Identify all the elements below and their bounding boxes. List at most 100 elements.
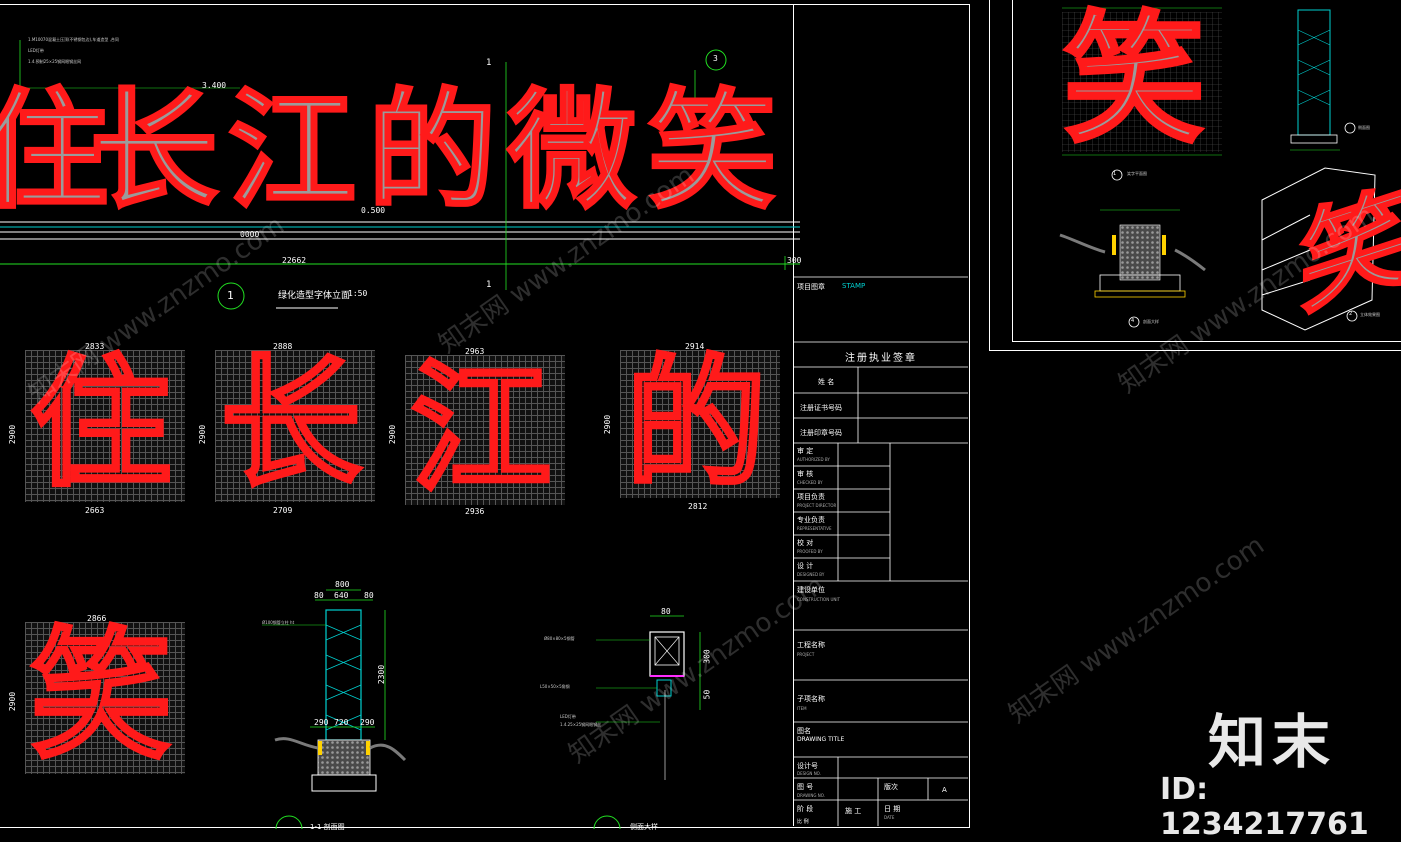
title-block-lines [793,276,968,826]
plan-4-bottom: 2812 [688,502,708,511]
detail-note-4: 1.4.25×25钢网眼钢丝 [560,722,602,727]
tb-date: 日 期 [884,805,901,813]
plan-2-bottom: 2709 [273,506,293,515]
plan-view-4: 的 2914 2812 2900 [603,342,780,511]
section-height: 2300 [377,664,387,685]
detail-note-1: Ø80×80×5钢管 [544,636,575,641]
elevation-char-4: 的 [366,77,497,226]
right-section-index: 4 [1131,318,1135,324]
section-drawing [262,589,407,829]
plan-char-5: 笑 [29,615,173,778]
tb-project-label: 项目图章 [797,283,825,291]
tb-drawing-title: 图名 [797,727,811,735]
plan-3-side: 2900 [388,424,398,445]
tb-client-en: CONSTRUCTION UNIT [797,597,840,602]
plan-3-bottom: 2936 [465,507,485,516]
tb-version-value: A [942,786,947,794]
elevation-note-1: 1.M10070混凝土压顶(不锈钢包边),车道造型 ,合同 [28,37,119,42]
right-plan-caption: 笑字平面图 [1127,171,1147,176]
plan-1-bottom: 2663 [85,506,105,515]
plan-4-top: 2914 [685,342,705,351]
tb-approval-2-en: CHECKED BY [797,480,823,485]
elevation-char-1: 住 [0,77,110,226]
elevation-index: 1 [227,289,234,302]
tb-ratio: 比 例 [797,819,809,825]
plan-char-3: 江 [409,348,553,511]
total-length: 22662 [282,256,307,265]
section-top: 800 [335,580,350,589]
tb-subitem: 子项名称 [797,695,825,703]
tb-approval-5-en: PROOFED BY [797,549,823,554]
plan-1-top: 2833 [85,342,105,351]
elevation-scale: 1:50 [348,289,368,298]
plan-2-side: 2900 [198,424,208,445]
plan-5-top: 2866 [87,614,107,623]
tb-approval-6-en: DESIGNED BY [797,572,825,577]
tb-stamp: STAMP [842,282,866,290]
tb-design-no-en: DESIGN NO. [797,771,821,776]
callout-circle-3: 3 [713,54,718,63]
plan-view-5: 笑 2866 2900 [8,614,185,782]
detail-drawing [593,615,701,829]
section-sub-2: 640 [334,591,349,600]
tb-version: 版次 [884,783,898,791]
right-section-caption: 剖面大样 [1143,319,1159,324]
tb-project-name-en: PROJECT [797,652,815,657]
watermark-brand: 知末 [1208,708,1337,776]
section-note: Ø100钢管立柱 ht [262,620,295,625]
tb-design-no: 设计号 [797,762,818,770]
plan-char-4: 的 [624,343,768,506]
section-sub-1: 80 [314,591,324,600]
tb-approval-6: 设 计 [797,562,814,570]
detail-note-3: LED灯带 [560,714,576,719]
detail-top: 80 [661,607,671,616]
tb-row-cert: 注册证书号码 [800,404,842,412]
plan-view-1: 住 2833 2663 2900 [8,342,185,515]
plan-2-top: 2888 [273,342,293,351]
plan-char-1: 住 [29,343,173,506]
title-block-divider [793,4,794,826]
level-mark: 0.500 [361,206,386,215]
tb-seal-title: 注册执业签章 [845,353,917,364]
sheet-inner-right [1012,0,1401,342]
tb-approval-3: 项目负责 [797,493,825,501]
elevation-char-6: 笑 [646,77,777,226]
elevation-title: 绿化造型字体立面 [278,291,351,301]
section-sub-3: 80 [364,591,374,600]
tb-stage: 阶 段 [797,805,814,813]
right-side-caption: 侧面图 [1358,125,1370,130]
tb-approval-4-en: REPRESENTATIVE [797,526,832,531]
callout-top: 1 [486,58,492,68]
plan-5-side: 2900 [8,691,18,712]
elevation-char-2: 长 [88,77,219,226]
detail-note-2: L50×50×5角钢 [540,684,570,689]
sheet-border-right [989,0,1401,351]
elevation-base-lines [0,40,800,310]
plan-3-top: 2963 [465,347,485,356]
plan-view-2: 长 2888 2709 2900 [198,342,375,515]
watermark-id: ID: 1234217761 [1160,772,1369,842]
tb-row-seal: 注册印章号码 [800,429,842,437]
tb-drawing-title-en: DRAWING TITLE [797,736,845,743]
right-iso-index: 2 [1349,311,1353,317]
tb-approval-1: 审 定 [797,447,814,455]
plan-view-3: 江 2963 2936 2900 [388,347,565,516]
tb-row-name: 姓 名 [818,378,835,386]
tb-stage-value: 施 工 [845,807,862,815]
base-mark: 0000 [240,230,260,239]
sheet-border-main [0,4,970,828]
tb-project-name: 工程名称 [797,641,825,649]
callout-bottom: 1 [486,280,492,290]
tb-approval-2: 审 核 [797,470,814,478]
right-iso-caption: 立体效果图 [1360,312,1380,317]
tb-drawing-no: 图 号 [797,783,814,791]
right-sheet-drawing [1059,7,1376,331]
right-plan-index: 1 [1113,171,1117,177]
tb-client: 建设单位 [797,586,825,594]
elevation-note-3: 1.4.预制25×25钢网眼钢丝网 [28,59,82,64]
plan-char-2: 长 [219,343,363,506]
elevation-char-3: 江 [226,77,357,226]
elevation-char-5: 微 [506,77,637,226]
elevation-note-2: LED灯带 [28,48,44,53]
